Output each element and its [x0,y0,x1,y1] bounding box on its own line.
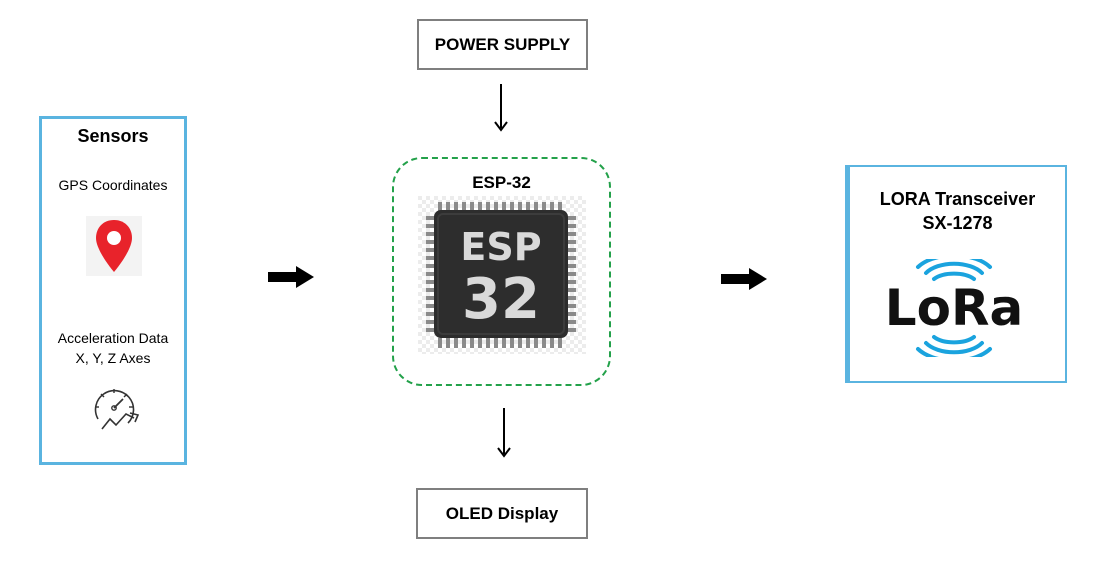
chip-pin [426,264,436,268]
chip-pin [566,280,576,284]
arrow-right-sensors [268,266,314,288]
chip-pin [494,202,498,212]
acceleration-line-2: X, Y, Z Axes [75,350,151,366]
chip-pin [526,202,530,212]
chip-pin [426,304,436,308]
chip-pin [550,338,554,348]
chip-pin [566,264,576,268]
chip-pin [566,272,576,276]
arrow-right-lora [721,268,767,290]
power-supply-label: POWER SUPPLY [434,34,571,54]
chip-pin [510,202,514,212]
chip-pin [426,224,436,228]
chip-pin [426,312,436,316]
chip-pin [486,202,490,212]
chip-pin [558,338,562,348]
location-pin-icon [86,216,142,276]
chip-pin [426,216,436,220]
acceleration-label: Acceleration Data X, Y, Z Axes [42,328,184,368]
chip-pin [494,338,498,348]
chip-pin [486,338,490,348]
chip-pin [566,256,576,260]
chip-pin [478,202,482,212]
chip-pin [510,338,514,348]
chip-pin [566,248,576,252]
chip-pin [446,338,450,348]
chip-pin [426,272,436,276]
chip-text-esp: ESP [460,225,541,269]
oled-display-label: OLED Display [445,503,559,523]
chip-pin [566,320,576,324]
gps-label: GPS Coordinates [58,177,168,193]
chip-pin [438,338,442,348]
chip-pin [566,304,576,308]
lora-transceiver-block: LORA Transceiver SX-1278 LoRa [845,165,1067,383]
acceleration-line-1: Acceleration Data [57,330,169,346]
chip-pin [558,202,562,212]
microchip-icon: ESP 32 [418,196,586,354]
lora-title: LORA Transceiver SX-1278 [850,187,1065,235]
chip-pin [426,288,436,292]
chip-pin [426,280,436,284]
chip-pin [566,328,576,332]
chip-pin [502,202,506,212]
chip-pin [502,338,506,348]
chip-pin [426,328,436,332]
chip-pin [534,338,538,348]
oled-display-block: OLED Display [416,488,588,539]
chip-pin [566,296,576,300]
sensors-title: Sensors [77,126,149,146]
chip-pin [454,338,458,348]
chip-pin [566,224,576,228]
lora-title-line-1: LORA Transceiver [879,189,1036,209]
chip-pin [426,320,436,324]
power-supply-block: POWER SUPPLY [417,19,588,70]
chip-pin [478,338,482,348]
chip-pin [566,312,576,316]
chip-pin [446,202,450,212]
chip-pin [470,338,474,348]
chip-pin [470,202,474,212]
chip-pin [566,240,576,244]
chip-pin [426,240,436,244]
chip-pin [534,202,538,212]
chip-pin [566,232,576,236]
chip-pin [426,232,436,236]
chip-pin [526,338,530,348]
speedometer-icon [94,389,140,430]
chip-pin [462,338,466,348]
arrow-down-power [494,84,508,132]
chip-pin [550,202,554,212]
chip-pin [566,216,576,220]
sensors-block: Sensors GPS Coordinates Acceleration Dat… [39,116,187,465]
chip-pin [454,202,458,212]
lora-title-line-2: SX-1278 [922,213,993,233]
chip-pin [542,338,546,348]
chip-text-32: 32 [462,267,540,332]
chip-pin [462,202,466,212]
chip-pin [518,338,522,348]
chip-pin [426,296,436,300]
lora-logo-icon: LoRa [885,259,1023,357]
chip-pin [566,288,576,292]
lora-logo-text: LoRa [885,279,1023,337]
arrow-down-oled [497,408,511,458]
chip-pin [518,202,522,212]
esp32-title: ESP-32 [472,173,531,192]
chip-pin [426,256,436,260]
chip-pin [438,202,442,212]
chip-pin [542,202,546,212]
chip-pin [426,248,436,252]
